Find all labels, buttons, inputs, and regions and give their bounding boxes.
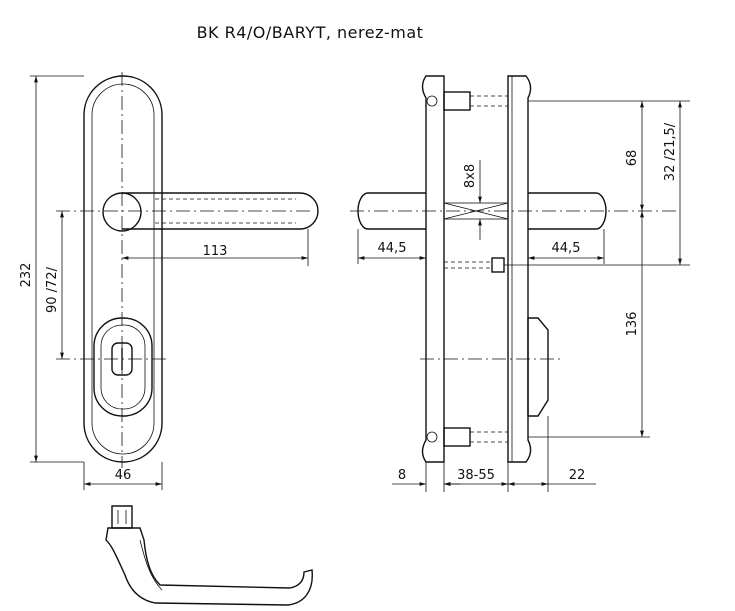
side-view: 44,5 44,5 8x8 68 32 /21,5/ 136 8 38-55: [350, 75, 690, 492]
dim-38-55: 38-55: [457, 468, 495, 483]
lever-handle: [122, 192, 319, 230]
dim-44-5-left: 44,5: [378, 241, 407, 256]
dim-46: 46: [115, 468, 132, 483]
outer-plate: [507, 75, 532, 463]
dim-136: 136: [625, 312, 640, 337]
bottom-screw-head: [443, 427, 471, 447]
escutcheon-plate-outer: [83, 75, 163, 463]
inner-plate: [421, 75, 445, 463]
dim-68: 68: [625, 150, 640, 167]
front-view: 232 90 /72/ 113 46: [19, 72, 319, 490]
dim-232: 232: [19, 263, 34, 288]
dim-8x8: 8x8: [463, 164, 478, 188]
dim-90-72: 90 /72/: [45, 266, 60, 313]
right-handle-shank: [528, 192, 607, 230]
dim-22: 22: [569, 468, 586, 483]
drawing-title: BK R4/O/BARYT, nerez-mat: [197, 23, 424, 42]
lever-handle-detail: [105, 527, 313, 606]
dim-113: 113: [203, 244, 228, 259]
escutcheon-plate-inner: [91, 83, 155, 455]
dim-32-21-5: 32 /21,5/: [663, 122, 678, 181]
cylinder-guard: [527, 317, 549, 417]
top-screw-head: [443, 91, 471, 111]
dim-8: 8: [398, 468, 406, 483]
cylinder-escutcheon: [93, 317, 153, 417]
dim-44-5-right: 44,5: [552, 241, 581, 256]
lever-detail-sketch: [105, 505, 313, 606]
